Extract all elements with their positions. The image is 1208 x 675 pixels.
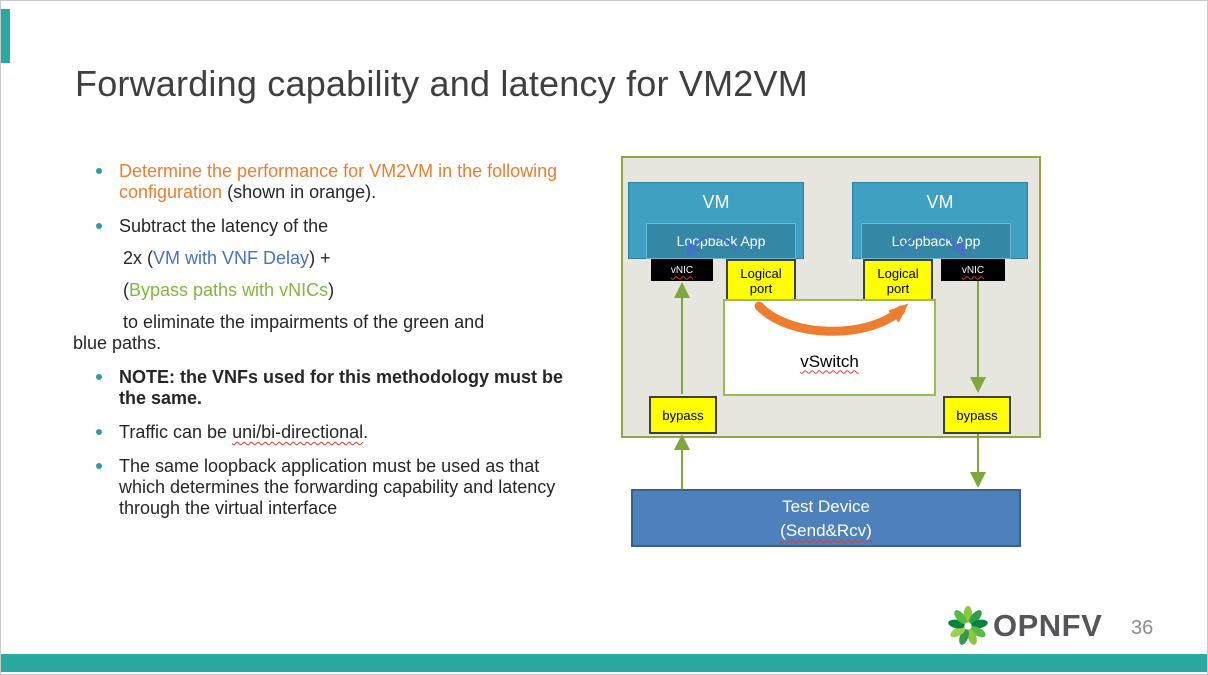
bypass-left-box: bypass	[649, 396, 717, 434]
bullet4-period: .	[363, 422, 369, 442]
test-device-title: Test Device	[782, 497, 870, 516]
bullet-item-5: The same loopback application must be us…	[73, 456, 569, 519]
vswitch-box: vSwitch	[723, 299, 936, 396]
bullet-marker	[96, 463, 102, 469]
bullet2-subline-1: 2x (VM with VNF Delay) +	[73, 248, 569, 269]
bullet2-subline-2: (Bypass paths with vNICs)	[73, 280, 569, 301]
bullet1-orange-text: Determine the performance for VM2VM in t…	[119, 161, 558, 202]
bullet2-paren-close: )	[328, 280, 335, 300]
bullet-item-2: Subtract the latency of the	[73, 216, 569, 237]
vnic-right-box: vNIC	[941, 259, 1005, 281]
test-device-box: Test Device (Send&Rcv)	[631, 489, 1021, 547]
loopback-app-left: Loopback App	[646, 223, 796, 259]
bullet2-pre-text: 2x (	[123, 248, 154, 268]
bypass-right-box: bypass	[943, 396, 1011, 434]
test-device-subtitle: (Send&Rcv)	[633, 519, 1019, 543]
vm2vm-diagram: VM VM Loopback App Loopback App vNIC vNI…	[621, 156, 1041, 438]
vm-left-title: VM	[702, 192, 730, 212]
bullet2-green-text: Bypass paths with vNICs	[129, 280, 329, 300]
logical-port-right-box: Logical port	[863, 259, 933, 303]
bullet-marker	[96, 429, 102, 435]
bullet-marker	[96, 223, 102, 229]
loopback-app-right: Loopback App	[861, 223, 1011, 259]
bullet2-blue-text: VM with VNF Delay	[153, 248, 310, 268]
page-title: Forwarding capability and latency for VM…	[75, 63, 808, 104]
bullet1-rest-text: (shown in orange).	[222, 182, 377, 202]
vnic-left-label: vNIC	[670, 264, 694, 276]
bullet-list: Determine the performance for VM2VM in t…	[73, 161, 569, 532]
logical-port-left-box: Logical port	[726, 259, 796, 303]
vswitch-label: vSwitch	[800, 351, 859, 371]
bullet4-pre-text: Traffic can be	[119, 422, 233, 442]
page-number: 36	[1131, 617, 1154, 639]
bullet2-paren-open: (	[123, 280, 129, 300]
bottom-accent-bar	[1, 654, 1207, 672]
bullet2-subline-3: to eliminate the impairments of the gree…	[73, 312, 485, 353]
bullet-item-4: Traffic can be uni/bi-directional.	[73, 422, 569, 443]
bullet-item-3: NOTE: the VNFs used for this methodology…	[73, 367, 569, 409]
test-device-sendrcv: (Send&Rcv)	[780, 521, 872, 540]
opnfv-logo-text: OPNFV	[993, 608, 1103, 643]
bullet3-bold-text: NOTE: the VNFs used for this methodology…	[119, 367, 564, 408]
bullet2-post-text: ) +	[309, 248, 331, 268]
bullet-marker	[96, 374, 102, 380]
bullet3-period: .	[197, 388, 203, 408]
top-accent-bar	[1, 9, 10, 63]
bullet-item-1: Determine the performance for VM2VM in t…	[73, 161, 569, 203]
bullet5-text: The same loopback application must be us…	[119, 456, 556, 518]
vnic-right-label: vNIC	[961, 264, 985, 276]
vnic-left-box: vNIC	[651, 259, 713, 281]
opnfv-logo-icon	[948, 606, 988, 645]
vm-right-title: VM	[926, 192, 954, 212]
footer-logo: OPNFV	[947, 605, 1102, 647]
bullet4-underlined-text: uni/bi-directional	[232, 422, 364, 442]
bullet2-text: Subtract the latency of the	[119, 216, 329, 236]
bullet-marker	[96, 168, 102, 174]
